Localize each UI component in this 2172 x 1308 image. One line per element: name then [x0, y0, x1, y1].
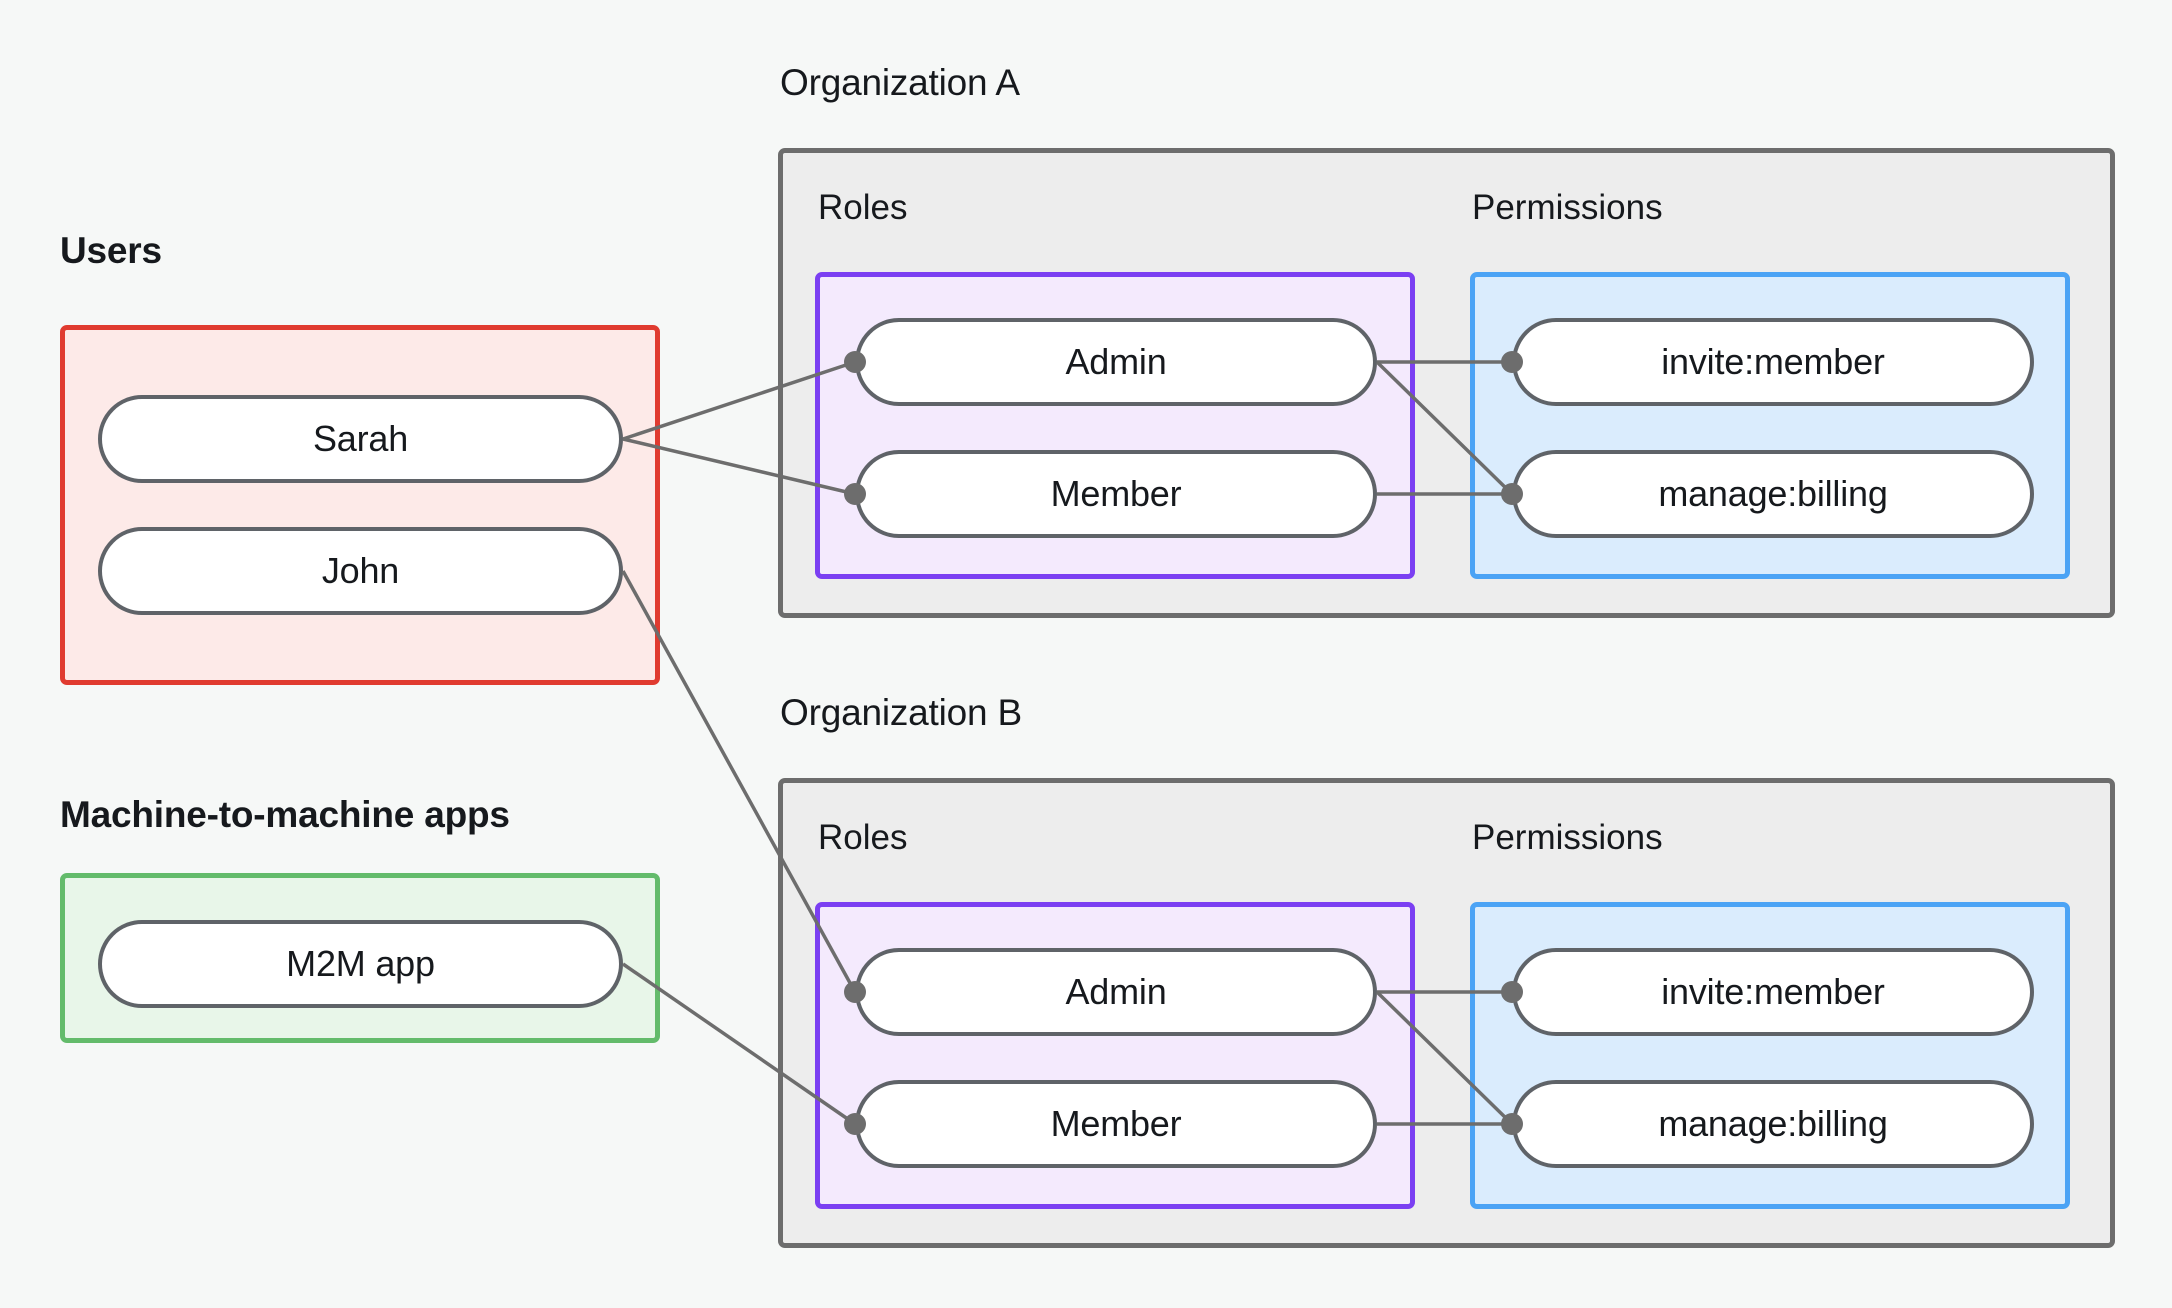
org-b-permissions-title: Permissions — [1472, 818, 1663, 857]
org-a-permissions-title: Permissions — [1472, 188, 1663, 227]
user-node-sarah[interactable]: Sarah — [98, 395, 623, 483]
org-a-role-member[interactable]: Member — [855, 450, 1377, 538]
m2m-group-title: Machine-to-machine apps — [60, 794, 510, 835]
org-b-roles-title: Roles — [818, 818, 908, 857]
org-a-permission-invite-member[interactable]: invite:member — [1512, 318, 2034, 406]
user-node-john[interactable]: John — [98, 527, 623, 615]
org-a-title: Organization A — [780, 62, 1020, 103]
users-group-title: Users — [60, 230, 162, 271]
org-b-title: Organization B — [780, 692, 1022, 733]
m2m-node-app[interactable]: M2M app — [98, 920, 623, 1008]
org-a-roles-title: Roles — [818, 188, 908, 227]
org-a-role-admin[interactable]: Admin — [855, 318, 1377, 406]
org-a-permission-manage-billing[interactable]: manage:billing — [1512, 450, 2034, 538]
org-b-role-admin[interactable]: Admin — [855, 948, 1377, 1036]
users-container — [60, 325, 660, 685]
org-b-permission-invite-member[interactable]: invite:member — [1512, 948, 2034, 1036]
org-b-role-member[interactable]: Member — [855, 1080, 1377, 1168]
org-b-permission-manage-billing[interactable]: manage:billing — [1512, 1080, 2034, 1168]
